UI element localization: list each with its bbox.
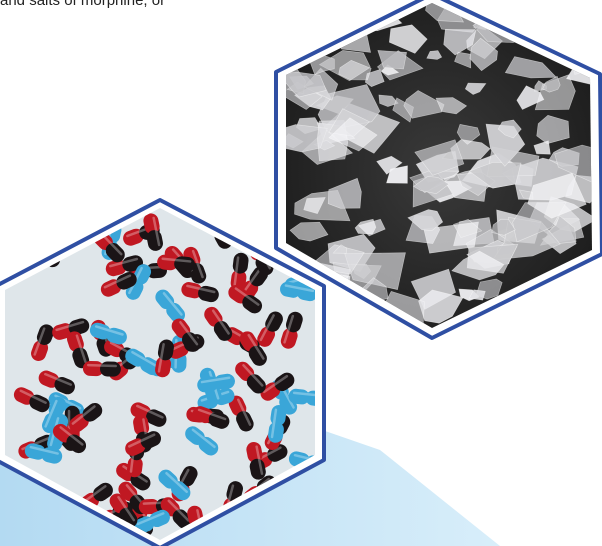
- capsule: [228, 285, 263, 314]
- capsule: [288, 388, 315, 407]
- capsule: [228, 395, 254, 432]
- crystal-fragment: [293, 3, 344, 23]
- capsule: [197, 373, 235, 393]
- crystal-fragment: [491, 218, 516, 236]
- capsule: [157, 254, 196, 272]
- crystal-fragment: [551, 3, 592, 39]
- crystal-fragment: [354, 218, 377, 235]
- crystal-fragment: [579, 265, 592, 282]
- crystal-fragment: [521, 14, 552, 39]
- crystal-fragment: [407, 209, 444, 231]
- cropped-caption-text: and salts of morphine, or: [0, 0, 166, 9]
- capsule: [31, 324, 54, 361]
- capsule: [89, 322, 127, 345]
- crystal-fragment: [377, 50, 407, 70]
- capsule: [143, 213, 163, 251]
- crystal-fragment: [529, 283, 577, 324]
- capsule: [52, 423, 87, 454]
- capsule: [268, 405, 287, 443]
- crystal-fragment: [412, 175, 450, 195]
- capsule-hexagon-image: [0, 198, 326, 546]
- capsule: [155, 339, 174, 378]
- crystal-fragment: [497, 119, 522, 139]
- capsule: [246, 442, 266, 480]
- capsule: [181, 282, 219, 303]
- capsule: [130, 402, 167, 427]
- crystal-fragment: [289, 221, 329, 242]
- crystal-fragment: [542, 75, 561, 93]
- capsule: [280, 281, 315, 302]
- crystal-fragment: [516, 85, 545, 110]
- capsule: [204, 306, 233, 341]
- crystal-fragment: [469, 37, 498, 72]
- crystal-fragment: [327, 177, 362, 209]
- crystal-fragment: [505, 305, 550, 328]
- capsule: [24, 443, 63, 464]
- crystal-fragment: [423, 221, 479, 254]
- crystal-fragment: [554, 144, 592, 184]
- crystal-fragment: [332, 244, 348, 254]
- capsule: [171, 318, 201, 352]
- crystal-fragment: [575, 287, 590, 299]
- crystal-fragment: [386, 165, 408, 184]
- capsule: [82, 360, 121, 377]
- capsule: [52, 318, 90, 340]
- capsule: [38, 370, 75, 395]
- crystal-fragment: [388, 24, 428, 54]
- crystal-fragment: [525, 310, 577, 328]
- crystal-fragment: [502, 304, 531, 323]
- capsule: [192, 406, 230, 429]
- capsule: [8, 233, 47, 250]
- crystal-fragment: [338, 59, 372, 81]
- capsule: [257, 311, 283, 347]
- capsule: [235, 361, 266, 394]
- capsule: [160, 497, 192, 529]
- capsule-hexagon-border: [0, 198, 326, 546]
- capsule: [125, 431, 162, 456]
- crystal-fragment: [435, 97, 468, 115]
- capsule: [155, 289, 186, 323]
- crystal-fragment: [286, 71, 327, 98]
- crystal-fragment: [468, 162, 522, 189]
- crystal-fragment: [443, 29, 477, 56]
- crystal-fragment: [451, 250, 505, 281]
- crystal-fragment: [527, 172, 587, 219]
- capsule: [185, 426, 219, 456]
- crystal-fragment: [473, 317, 503, 328]
- capsule: [158, 469, 191, 501]
- crystal-fragment: [468, 289, 486, 301]
- crystal-fragment: [527, 318, 550, 328]
- crystal-fragment: [301, 3, 346, 27]
- capsule: [239, 331, 267, 366]
- capsule: [260, 372, 295, 401]
- capsule: [13, 387, 50, 413]
- crystal-fragment: [426, 50, 443, 60]
- capsule: [280, 311, 303, 349]
- crystal-fragment: [328, 117, 378, 152]
- capsule: [100, 272, 137, 297]
- capsule: [69, 402, 103, 433]
- crystal-fragment: [464, 82, 487, 95]
- crystal-fragment: [504, 56, 557, 79]
- crystal-fragment: [414, 139, 465, 176]
- crystal-fragment: [536, 114, 570, 145]
- capsule: [67, 331, 90, 369]
- crystal-hexagon-border: [274, 0, 602, 340]
